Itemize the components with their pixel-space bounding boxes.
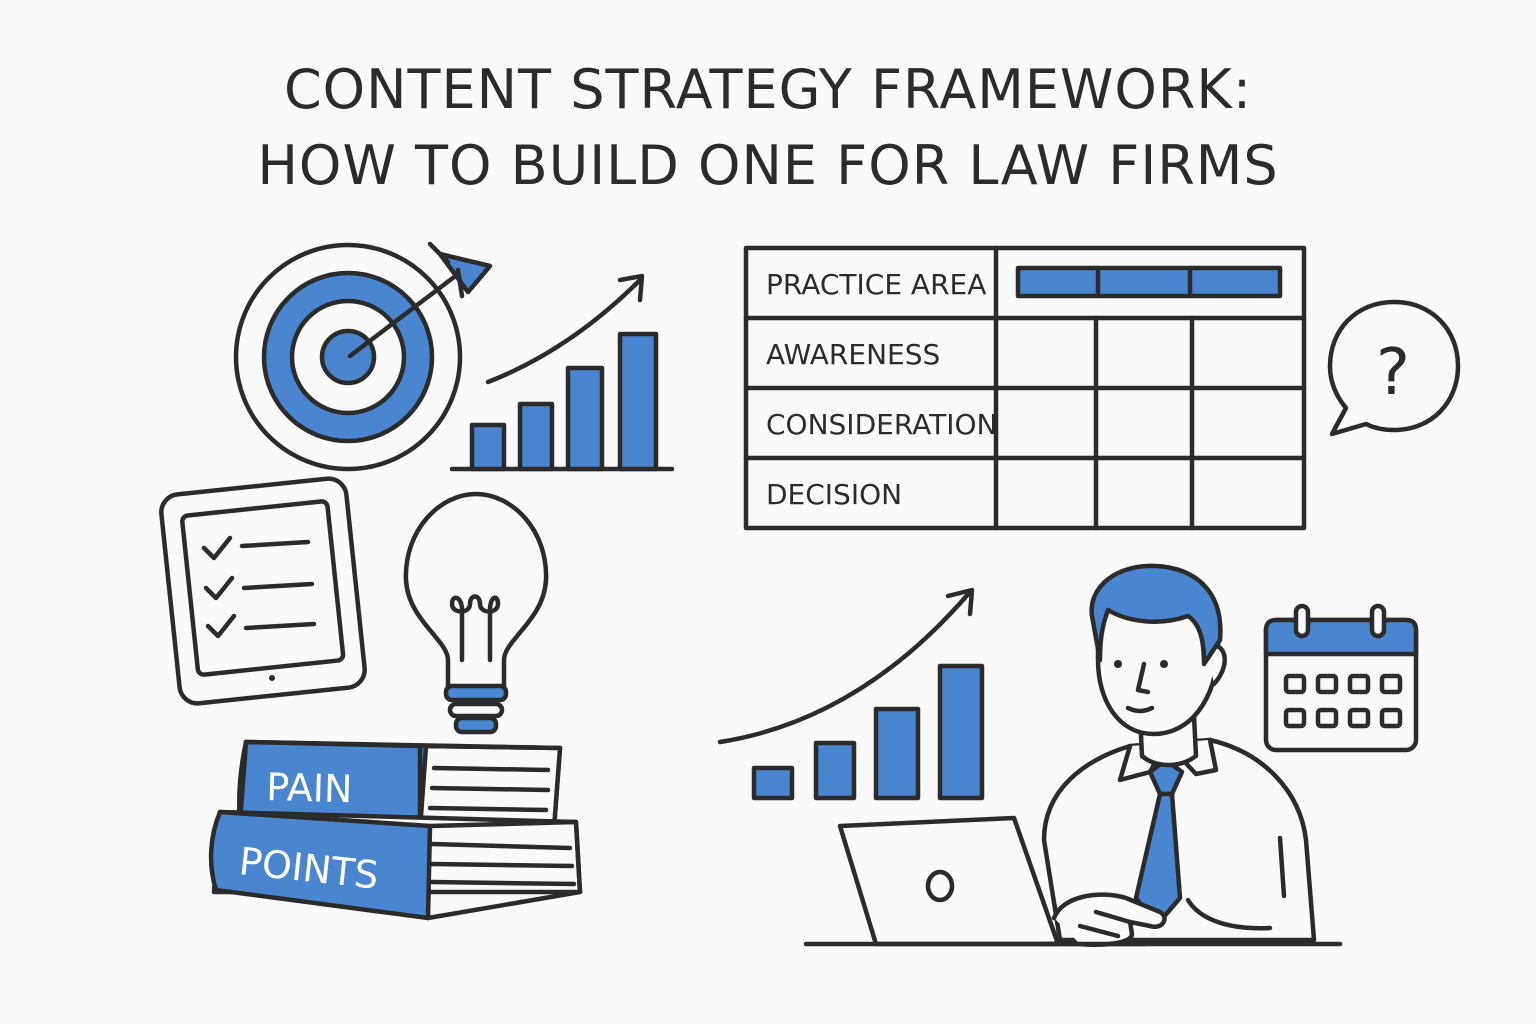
checkmark-icon bbox=[201, 535, 233, 561]
trend-arrow-icon bbox=[717, 589, 973, 745]
bar-chart-bar bbox=[873, 706, 921, 801]
lightbulb-icon bbox=[403, 491, 549, 735]
checkmark-icon bbox=[205, 613, 237, 639]
question-bubble-icon: ? bbox=[1327, 299, 1461, 437]
bar-chart-bar bbox=[813, 740, 857, 801]
target-icon bbox=[233, 241, 493, 472]
question-mark: ? bbox=[1376, 336, 1410, 410]
page-title: CONTENT STRATEGY FRAMEWORK: HOW TO BUILD… bbox=[0, 52, 1536, 204]
title-line-1: CONTENT STRATEGY FRAMEWORK: bbox=[283, 58, 1253, 121]
table-row-label: PRACTICE AREA bbox=[766, 268, 986, 301]
growth-chart-icon bbox=[717, 587, 985, 801]
checklist-tablet-icon bbox=[159, 476, 367, 706]
book-label-top: PAIN bbox=[266, 765, 353, 811]
practice-area-highlight-bar bbox=[1015, 265, 1283, 299]
title-line-2: HOW TO BUILD ONE FOR LAW FIRMS bbox=[257, 134, 1279, 197]
books-icon: PAIN POINTS bbox=[208, 739, 583, 921]
table-row-label: AWARENESS bbox=[766, 338, 940, 371]
checkmark-icon bbox=[203, 575, 235, 601]
bar-chart-bar bbox=[469, 422, 507, 472]
person-at-laptop-illustration bbox=[803, 563, 1343, 947]
bar-chart-bar bbox=[565, 365, 605, 472]
bar-chart-bar bbox=[517, 401, 555, 472]
content-matrix-table: PRACTICE AREA AWARENESS CONSIDERATION DE… bbox=[743, 245, 1307, 531]
bar-chart-bar bbox=[751, 765, 795, 801]
bar-chart-bar bbox=[617, 331, 659, 472]
trend-arrow-icon bbox=[485, 277, 643, 385]
bar-chart-icon bbox=[449, 273, 675, 472]
calendar-icon bbox=[1263, 603, 1419, 753]
table-row-label: DECISION bbox=[766, 478, 902, 511]
table-row-label: CONSIDERATION bbox=[766, 408, 997, 441]
bar-chart-bar bbox=[937, 663, 985, 801]
